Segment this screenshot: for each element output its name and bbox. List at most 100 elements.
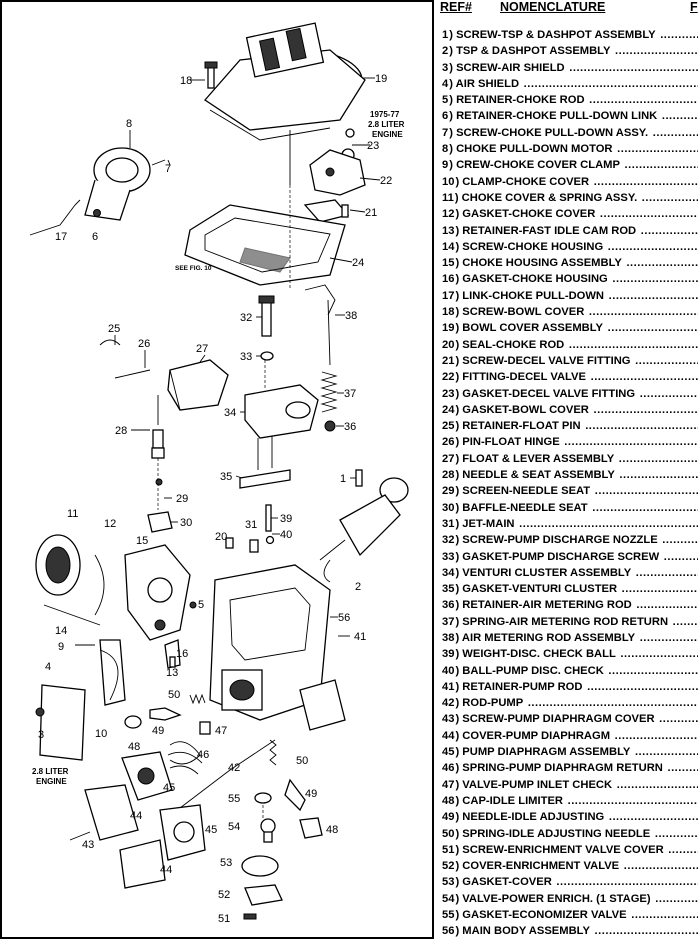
legend-item-name: GASKET-DECEL VALVE FITTING <box>462 387 637 400</box>
idle-adjusting-needle <box>149 707 182 721</box>
legend-item-leader: ........................................… <box>621 583 698 596</box>
legend-item-ref: 54 <box>442 892 456 905</box>
legend-item-name: SCREW-TSP & DASHPOT ASSEMBLY <box>456 29 657 41</box>
legend-item-name: GASKET-CHOKE COVER <box>462 208 597 221</box>
callout-50b: 50 <box>296 755 308 767</box>
pump-disc-check-ball <box>265 535 275 545</box>
choke-pulldown-link <box>29 199 81 236</box>
legend-item-leader: ........................................… <box>636 599 698 612</box>
main-body-assembly <box>209 564 346 731</box>
legend-item-leader: ........................................… <box>568 338 698 351</box>
legend-item-leader: ........................................… <box>631 909 698 922</box>
legend-item-name: ROD-PUMP <box>462 697 525 710</box>
legend-item-leader: ........................................… <box>590 371 698 384</box>
legend-item-name: MAIN BODY ASSEMBLY <box>462 925 591 938</box>
power-enrichment-valve <box>260 818 276 843</box>
legend-item: 6) RETAINER-CHOKE PULL-DOWN LINK .......… <box>436 108 698 124</box>
legend-item-separator: ) <box>455 534 463 547</box>
callout-46: 46 <box>197 749 209 761</box>
legend-item: 39) WEIGHT-DISC. CHECK BALL ............… <box>436 646 698 662</box>
legend-item: 55) GASKET-ECONOMIZER VALVE ............… <box>436 907 698 923</box>
legend-item-separator: ) <box>455 680 463 693</box>
pump-cover-screw <box>69 831 91 841</box>
legend-item-separator: ) <box>455 224 463 237</box>
callout-18: 18 <box>180 75 192 87</box>
legend-item-separator: ) <box>455 403 463 416</box>
legend-item-ref: 50 <box>442 827 456 840</box>
legend-item: 32) SCREW-PUMP DISCHARGE NOZZLE ........… <box>436 532 698 548</box>
callout-48b: 48 <box>326 824 338 836</box>
callout-19: 19 <box>375 73 387 85</box>
legend-item-separator: ) <box>455 208 463 221</box>
economizer-valve-gasket <box>254 792 272 804</box>
callout-14: 14 <box>55 625 67 637</box>
callout-11: 11 <box>67 508 78 520</box>
float-pin-retainer <box>99 339 121 346</box>
legend-item-leader: ........................................… <box>523 77 698 90</box>
legend-item: 21) SCREW-DECEL VALVE FITTING ..........… <box>436 353 698 369</box>
legend-item-ref: 17 <box>442 289 456 302</box>
fast-idle-cam-rod-retainer <box>189 601 197 609</box>
legend-item-name: BALL-PUMP DISC. CHECK <box>462 664 605 677</box>
legend-item-name: SCREW-DECEL VALVE FITTING <box>462 354 632 367</box>
legend-item: 2) TSP & DASHPOT ASSEMBLY ..............… <box>436 43 698 59</box>
legend-item-ref: 36 <box>442 599 456 612</box>
callout-6: 6 <box>92 231 98 243</box>
note-engine-top-2: 2.8 LITER <box>368 120 405 129</box>
callout-21: 21 <box>365 207 377 219</box>
callout-49b: 49 <box>305 788 317 800</box>
decel-valve-fitting <box>303 128 366 223</box>
legend-item-name: RETAINER-FLOAT PIN <box>462 420 582 433</box>
legend-item-leader: ........................................… <box>607 322 698 335</box>
note-see-fig: SEE FIG. 10 <box>175 265 212 272</box>
legend-item: 56) MAIN BODY ASSEMBLY .................… <box>436 923 698 939</box>
legend-item: 10) CLAMP-CHOKE COVER ..................… <box>436 174 698 190</box>
legend-item-leader: ........................................… <box>641 191 698 204</box>
legend-item-name: SPRING-IDLE ADJUSTING NEEDLE <box>462 827 652 840</box>
callout-2: 2 <box>355 581 361 593</box>
legend-item-ref: 19 <box>442 322 456 335</box>
legend-item-separator: ) <box>455 778 463 791</box>
legend-item-separator: ) <box>455 354 463 367</box>
legend-item-ref: 29 <box>442 485 456 498</box>
legend-item-separator: ) <box>455 762 463 775</box>
legend-item-ref: 47 <box>442 778 456 791</box>
diagram-frame <box>0 0 434 939</box>
main-jet <box>249 539 259 553</box>
legend-item-leader: ........................................… <box>593 175 698 188</box>
legend-item-leader: ........................................… <box>608 811 698 824</box>
legend-item-name: SCREW-CHOKE HOUSING <box>462 240 605 253</box>
callout-44: 44 <box>130 810 142 822</box>
pump-diaphragm-spring <box>167 741 203 775</box>
legend-item-separator: ) <box>455 257 463 270</box>
legend-item-leader: ........................................… <box>614 729 698 742</box>
legend-item-separator: ) <box>455 876 463 889</box>
callout-9: 9 <box>58 641 64 653</box>
legend-item-name: CHOKE COVER & SPRING ASSY. <box>461 191 639 204</box>
callout-56: 56 <box>338 612 350 624</box>
legend-item: 41) RETAINER-PUMP ROD ..................… <box>436 679 698 695</box>
legend-item: 3) SCREW-AIR SHIELD ....................… <box>436 60 698 76</box>
callout-27: 27 <box>196 343 208 355</box>
legend-item-leader: ........................................… <box>619 469 698 482</box>
callout-1: 1 <box>340 473 346 485</box>
legend-item-separator: ) <box>449 61 457 74</box>
legend-item-separator: ) <box>455 615 463 628</box>
legend-item-name: CHOKE PULL-DOWN MOTOR <box>456 143 614 156</box>
callout-34: 34 <box>224 407 236 419</box>
legend-item-leader: ........................................… <box>640 224 698 237</box>
legend-item: 48) CAP-IDLE LIMITER ...................… <box>436 793 698 809</box>
callout-5: 5 <box>198 599 204 611</box>
legend-item-name: GASKET-PUMP DISCHARGE SCREW <box>462 550 661 563</box>
callout-23: 23 <box>367 140 379 152</box>
legend-item-leader: ........................................… <box>608 664 698 677</box>
enrichment-cover-screw <box>243 913 257 920</box>
legend-item: 29) SCREEN-NEEDLE SEAT .................… <box>436 483 698 499</box>
legend-item-ref: 44 <box>442 729 456 742</box>
callout-53: 53 <box>220 857 232 869</box>
legend-item-separator: ) <box>455 860 463 873</box>
tsp-dashpot-assembly <box>319 469 409 583</box>
legend-item-name: COVER-ENRICHMENT VALVE <box>462 860 621 873</box>
choke-housing-screw <box>43 604 101 626</box>
legend-item: 11) CHOKE COVER & SPRING ASSY. .........… <box>436 190 698 206</box>
